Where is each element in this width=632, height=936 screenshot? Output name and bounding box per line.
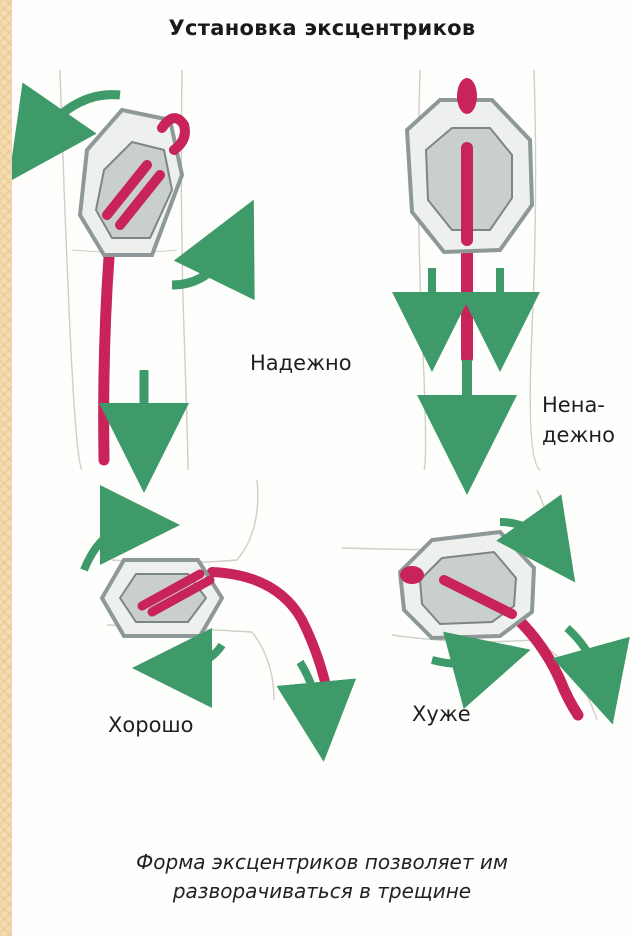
label-unreliable-line1: Нена- (542, 394, 605, 416)
rotation-arrow-icon (432, 660, 492, 664)
panel-good (84, 480, 330, 722)
label-good: Хорошо (108, 714, 193, 736)
figure-caption: Форма эксцентриков позволяет им разворач… (12, 848, 632, 906)
rotation-arrow-icon (567, 628, 602, 686)
hex-chock-icon (102, 560, 222, 636)
label-unreliable-line2: дежно (542, 424, 615, 446)
panel-unreliable (407, 70, 540, 470)
caption-line-2: разворачиваться в трещине (12, 877, 632, 906)
panel-reliable (34, 70, 234, 470)
hex-chock-icon (80, 110, 185, 255)
panel-worse (342, 490, 602, 720)
caption-line-1: Форма эксцентриков позволяет им (12, 848, 632, 877)
illustration-sheet: Установка эксцентриков (12, 0, 632, 936)
hex-chock-icon (407, 78, 532, 252)
diagram-canvas (12, 0, 632, 936)
hex-chock-icon (400, 532, 534, 638)
rotation-arrow-icon (172, 645, 222, 668)
label-reliable: Надежно (250, 352, 352, 374)
label-worse: Хуже (412, 703, 471, 725)
